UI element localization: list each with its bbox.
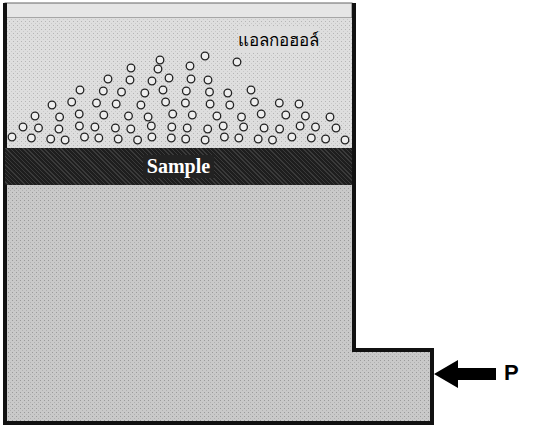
bubble xyxy=(127,64,135,72)
bubble xyxy=(28,134,36,142)
band-label: Sample xyxy=(143,155,214,178)
bubble xyxy=(201,52,209,60)
bubble xyxy=(257,110,265,118)
bubble xyxy=(19,123,27,131)
bubble xyxy=(8,133,16,141)
bubble xyxy=(288,133,296,141)
bubble xyxy=(100,87,108,95)
bubble xyxy=(137,101,145,109)
bubble xyxy=(302,112,310,120)
bubble xyxy=(326,113,334,121)
bubble xyxy=(276,99,284,107)
bubble xyxy=(186,62,194,70)
bubble xyxy=(134,136,142,144)
bubble xyxy=(127,125,135,133)
bubble xyxy=(295,100,303,108)
bubble xyxy=(260,124,268,132)
bubble xyxy=(55,125,63,133)
bubble xyxy=(56,113,64,121)
bubble xyxy=(332,124,340,132)
bubble xyxy=(183,124,191,132)
bubble xyxy=(148,77,156,85)
bubble xyxy=(187,75,195,83)
bubble xyxy=(141,89,149,97)
bubble xyxy=(91,123,99,131)
bubble xyxy=(251,98,259,106)
bubble xyxy=(189,111,197,119)
bubble xyxy=(201,136,209,144)
bubble xyxy=(224,89,232,97)
bubble xyxy=(219,122,227,130)
bubble xyxy=(148,133,156,141)
bubble xyxy=(322,135,330,143)
bubble xyxy=(112,124,120,132)
bubble xyxy=(68,98,76,106)
bubble xyxy=(206,88,214,96)
bubble xyxy=(126,76,134,84)
bubble xyxy=(47,135,55,143)
bubble xyxy=(162,98,170,106)
bubble xyxy=(144,113,152,121)
bubble xyxy=(125,112,133,120)
bubble xyxy=(154,65,162,73)
bubble xyxy=(247,86,255,94)
bubble xyxy=(156,56,164,64)
bubble xyxy=(282,111,290,119)
bubble xyxy=(182,99,190,107)
alcohol-label: แอลกอฮอล์ xyxy=(238,26,319,53)
bubble xyxy=(35,124,43,132)
bubble xyxy=(165,74,173,82)
bubble xyxy=(112,100,120,108)
bubble xyxy=(312,123,320,131)
bubble xyxy=(168,134,176,142)
bubble xyxy=(204,125,212,133)
bubble xyxy=(226,101,234,109)
bubble xyxy=(182,135,190,143)
bubble xyxy=(235,134,243,142)
bubble xyxy=(206,100,214,108)
bubble xyxy=(221,133,229,141)
bubble xyxy=(104,75,112,83)
bubble xyxy=(269,136,277,144)
bubble xyxy=(159,86,167,94)
bubble xyxy=(233,58,241,66)
bubble xyxy=(341,136,349,144)
bubble xyxy=(276,125,284,133)
bubble xyxy=(238,113,246,121)
bubble xyxy=(308,134,316,142)
bubble xyxy=(204,76,212,84)
bubble xyxy=(81,133,89,141)
pressure-label: P xyxy=(504,360,519,386)
sample-band: Sample xyxy=(5,148,352,185)
bubble xyxy=(296,122,304,130)
bubble xyxy=(48,101,56,109)
bubble xyxy=(169,110,177,118)
bubble xyxy=(183,87,191,95)
bubble xyxy=(61,136,69,144)
bubble xyxy=(118,88,126,96)
bubble xyxy=(114,135,122,143)
bubbles xyxy=(8,52,349,144)
bubble xyxy=(254,135,262,143)
bubble xyxy=(93,99,101,107)
bubble xyxy=(76,122,84,130)
bubble xyxy=(240,123,248,131)
bubble xyxy=(31,112,39,120)
bubble xyxy=(100,111,108,119)
pressure-arrow xyxy=(434,360,496,388)
bubble xyxy=(148,122,156,130)
bubble xyxy=(76,86,84,94)
bubble xyxy=(95,134,103,142)
bubble xyxy=(168,123,176,131)
bubble xyxy=(75,110,83,118)
bubble xyxy=(213,112,221,120)
